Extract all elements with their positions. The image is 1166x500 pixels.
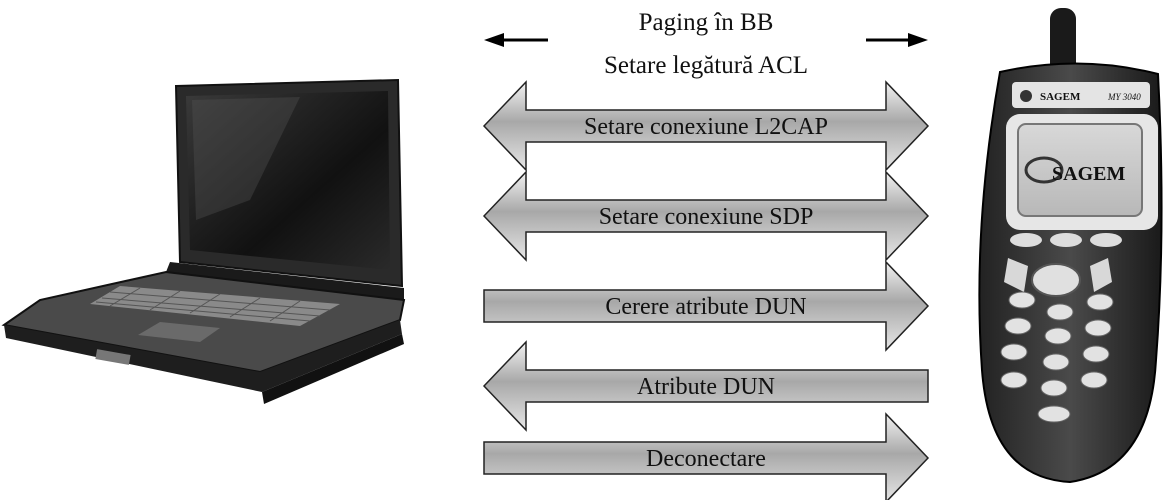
message-label-2: Setare conexiune SDP xyxy=(599,204,814,230)
message-arrow-4-left xyxy=(482,340,929,432)
message-arrows: Setare conexiune L2CAP Setare conexiune S… xyxy=(482,80,930,500)
header-line-1: Paging în BB xyxy=(639,9,774,36)
nav-key-icon xyxy=(1031,263,1081,297)
message-arrow-3-right xyxy=(483,260,930,352)
phone-model-label: MY 3040 xyxy=(1107,92,1141,102)
phone-brand-label: SAGEM xyxy=(1040,91,1081,103)
paging-header: Paging în BB Setare legătură ACL xyxy=(484,9,928,79)
message-label-3: Cerere atribute DUN xyxy=(605,294,806,320)
message-arrow-1-both xyxy=(482,80,930,172)
right-arrowhead-icon xyxy=(908,33,928,47)
message-label-5: Deconectare xyxy=(646,446,766,472)
phone-screen-logo: SAGEM xyxy=(1052,163,1125,185)
message-label-1: Setare conexiune L2CAP xyxy=(584,114,828,140)
left-arrowhead-icon xyxy=(484,33,504,47)
message-arrow-5-right xyxy=(483,412,930,500)
message-arrow-2-both xyxy=(482,170,930,262)
laptop-icon xyxy=(1,78,406,404)
header-line-2: Setare legătură ACL xyxy=(604,52,808,79)
sagem-logo-icon xyxy=(1024,156,1064,184)
mobile-phone-icon: SAGEM MY 3040 SAGEM xyxy=(978,8,1163,484)
message-label-4: Atribute DUN xyxy=(637,374,775,400)
keypad xyxy=(1000,291,1114,423)
